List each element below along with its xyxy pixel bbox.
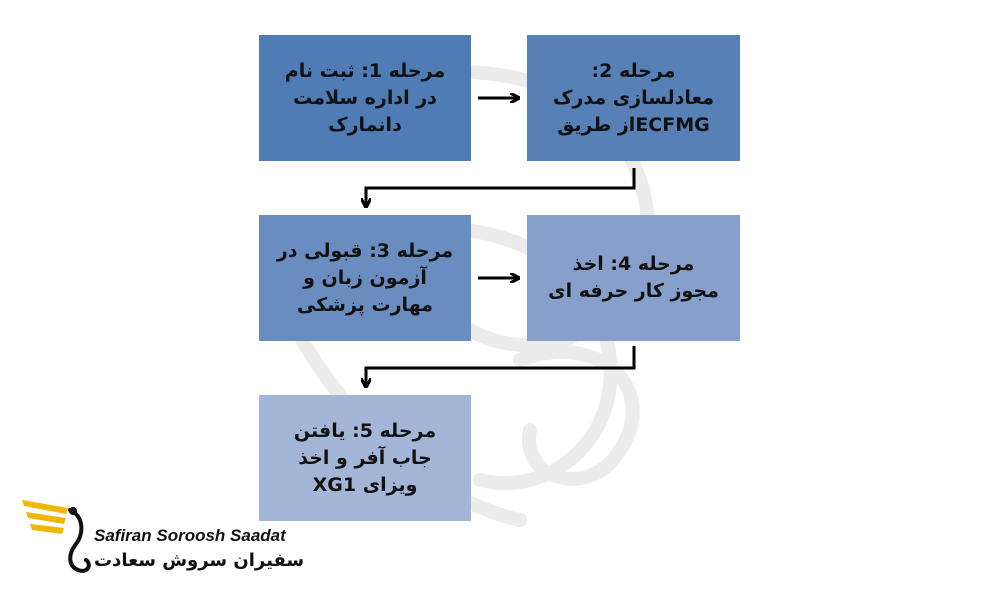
logo-latin-text: Safiran Soroosh Saadat [94,526,286,545]
step-1-box: مرحله 1: ثبت نام در اداره سلامت دانمارک [259,35,471,161]
step-4-text: مرحله 4: اخذ مجوز کار حرفه ای [548,253,719,302]
step-3-box: مرحله 3: قبولی در آزمون زبان و مهارت پزش… [259,215,471,341]
arrow-step2-to-step3 [366,168,636,206]
company-logo: Safiran Soroosh Saadat سفیران سروش سعادت [18,490,308,585]
logo-persian-text: سفیران سروش سعادت [94,550,305,571]
bird-emblem-icon [22,500,91,573]
step-3-text: مرحله 3: قبولی در آزمون زبان و مهارت پزش… [276,239,454,316]
step-5-box: مرحله 5: یافتن جاب آفر و اخذ ویزای XG1 [259,395,471,521]
step-5-text: مرحله 5: یافتن جاب آفر و اخذ ویزای XG1 [293,419,437,496]
step-2-text: مرحله 2: معادلسازی مدرک ECFMGاز طریق [552,59,715,136]
step-1-text: مرحله 1: ثبت نام در اداره سلامت دانمارک [284,59,446,136]
step-2-box: مرحله 2: معادلسازی مدرک ECFMGاز طریق [527,35,740,161]
step-4-box: مرحله 4: اخذ مجوز کار حرفه ای [527,215,740,341]
arrow-step4-to-step5 [366,346,636,386]
